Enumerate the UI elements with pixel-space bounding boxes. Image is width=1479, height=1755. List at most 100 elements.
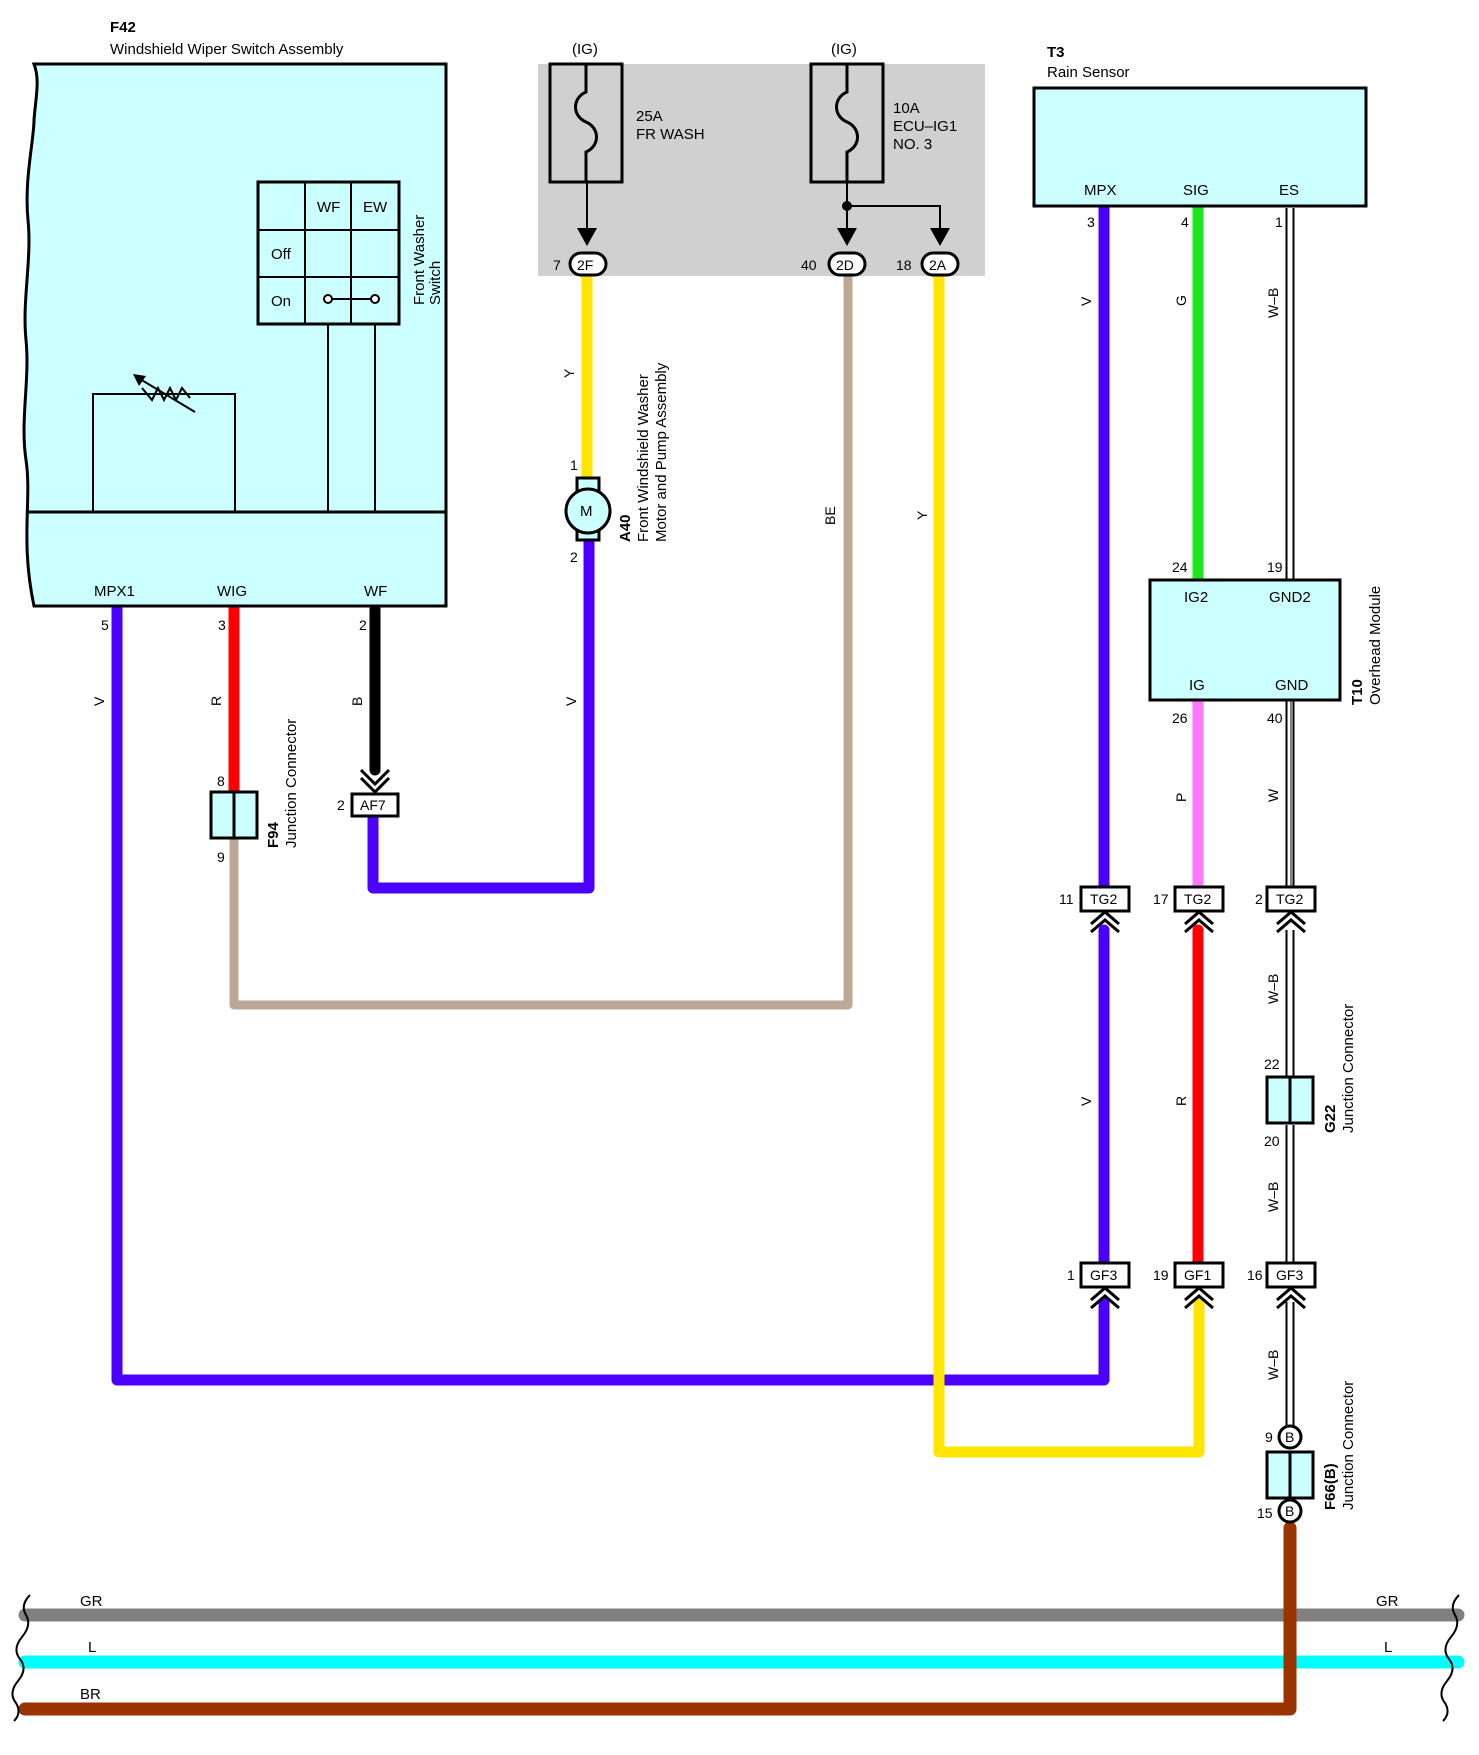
- pin-t10-gnd2: 19: [1267, 559, 1283, 575]
- f42-term-wf: WF: [364, 583, 387, 600]
- wires-wb: [1285, 208, 1295, 1432]
- connector-arrow: [577, 228, 597, 246]
- f42-switch-assembly: [22, 62, 448, 608]
- f42-col-ew: EW: [363, 199, 388, 216]
- pin-f42-mpx1: 5: [101, 617, 109, 633]
- resistor-arrow: [134, 375, 196, 413]
- t10-name: Overhead Module: [1367, 586, 1384, 705]
- pin-f66-in: 9: [1265, 1429, 1273, 1445]
- connector-gf3-wb: [1265, 1261, 1317, 1289]
- pin-a40-1: 1: [570, 457, 578, 473]
- f42-switch-label-2: Switch: [427, 261, 444, 305]
- wire-code-y-2a: Y: [914, 510, 930, 520]
- a40-symbol: M: [580, 503, 593, 520]
- motor-icon: [564, 487, 612, 535]
- wire-code-p-t10: P: [1173, 793, 1189, 802]
- pin-t3-sig: 4: [1181, 214, 1189, 230]
- pin-t10-ig2: 24: [1172, 559, 1188, 575]
- f66-marker-bottom: B: [1285, 1503, 1294, 1519]
- fuse2-rating: 10A: [893, 100, 920, 117]
- fuse-box-panel: [538, 64, 985, 276]
- fuse1-name: FR WASH: [636, 126, 705, 143]
- pin-f42-wf: 2: [359, 617, 367, 633]
- pin-t3-mpx: 3: [1087, 214, 1095, 230]
- bus-label-br-left: BR: [80, 1686, 101, 1703]
- labels: F42 Windshield Wiper Switch Assembly WF …: [80, 19, 1399, 1703]
- g22-junction: [1265, 1075, 1315, 1125]
- pin-f94-out: 9: [217, 849, 225, 865]
- wire-mpx1-v: [111, 603, 1110, 1386]
- f94-code: F94: [265, 821, 282, 848]
- bus-label-gr-left: GR: [80, 1593, 103, 1610]
- connector-af7-label: AF7: [360, 797, 386, 813]
- wire-f94-be: [229, 271, 853, 1010]
- pin-af7: 2: [337, 797, 345, 813]
- t10-term-gnd: GND: [1275, 677, 1309, 694]
- wire-code-wb-g22: W–B: [1265, 1182, 1281, 1212]
- fuse-ecu-ig1: [809, 62, 950, 246]
- f94-junction: [209, 790, 259, 840]
- t10-term-ig: IG: [1189, 677, 1205, 694]
- fuse1-rating: 25A: [636, 108, 663, 125]
- wire-code-be: BE: [822, 506, 838, 525]
- f42-col-wf: WF: [317, 199, 340, 216]
- wire-code-w-t10: W: [1265, 788, 1281, 802]
- pin-t3-es: 1: [1275, 214, 1283, 230]
- wire-af7-v: [367, 534, 595, 894]
- wire-bus-br: [18, 1521, 1297, 1716]
- pin-t10-ig: 26: [1172, 710, 1188, 726]
- pin-f42-wig: 3: [218, 617, 226, 633]
- t3-term-mpx: MPX: [1084, 182, 1117, 199]
- connector-2a: [920, 251, 960, 277]
- connector-gf3-wb-label: GF3: [1276, 1267, 1303, 1283]
- wire-2a-y: [933, 270, 1205, 1458]
- fuse1-ig: (IG): [572, 41, 598, 58]
- f42-row-off: Off: [271, 246, 292, 263]
- connector-tg2-wb-label: TG2: [1276, 891, 1303, 907]
- wire-code-wb-gf3: W–B: [1265, 1350, 1281, 1380]
- connector-arrow: [359, 768, 391, 787]
- pin-f94-in: 8: [217, 773, 225, 789]
- bus-break-marks: [11, 1594, 1460, 1722]
- resistor-zigzag: [141, 385, 191, 403]
- pin-tg2-v: 11: [1059, 891, 1074, 907]
- f66-name: Junction Connector: [1340, 1381, 1357, 1510]
- pin-gf3-wb: 16: [1247, 1267, 1263, 1283]
- f42-term-mpx1: MPX1: [94, 583, 135, 600]
- t10-code: T10: [1349, 679, 1366, 705]
- a40-name-2: Motor and Pump Assembly: [653, 362, 670, 542]
- wire-code-y-2f: Y: [561, 368, 577, 378]
- fuse-icon: [835, 64, 859, 182]
- wire-code-v-tg2: V: [1078, 1096, 1094, 1106]
- bus-label-l-left: L: [88, 1639, 96, 1656]
- connector-af7: [350, 792, 400, 818]
- pin-18: 18: [896, 257, 912, 273]
- a40-motor: [564, 476, 612, 542]
- pin-7: 7: [553, 257, 561, 273]
- wire-code-wb-t3: W–B: [1265, 288, 1281, 318]
- bus-break-right: [1440, 1594, 1460, 1722]
- connector-2f: [568, 251, 608, 277]
- fuse-fr-wash: [548, 62, 624, 246]
- pin-f66-out: 15: [1257, 1505, 1273, 1521]
- t3-name: Rain Sensor: [1047, 64, 1130, 81]
- a40-name-1: Front Windshield Washer: [635, 374, 652, 542]
- wire-code-g-t3: G: [1173, 295, 1189, 306]
- wire-code-v-a40: V: [563, 696, 579, 706]
- connector-tg2-v-label: TG2: [1090, 891, 1117, 907]
- inline-connectors: [350, 768, 1317, 1310]
- pin-gf1-r: 19: [1153, 1267, 1169, 1283]
- connector-2a-label: 2A: [929, 257, 947, 273]
- connector-gf1-r-label: GF1: [1184, 1267, 1211, 1283]
- wire-code-r-tg2: R: [1173, 1096, 1189, 1106]
- pin-a40-2: 2: [570, 549, 578, 565]
- t10-term-gnd2: GND2: [1269, 589, 1311, 606]
- f66-marker-top: B: [1285, 1429, 1294, 1445]
- f42-body: [22, 62, 448, 608]
- wire-code-v-t3: V: [1078, 296, 1094, 306]
- wire-code-b-wf: B: [349, 697, 365, 706]
- pin-tg2-p: 17: [1153, 891, 1169, 907]
- fusebox-connectors: [568, 251, 960, 277]
- bus-label-l-right: L: [1384, 1639, 1392, 1656]
